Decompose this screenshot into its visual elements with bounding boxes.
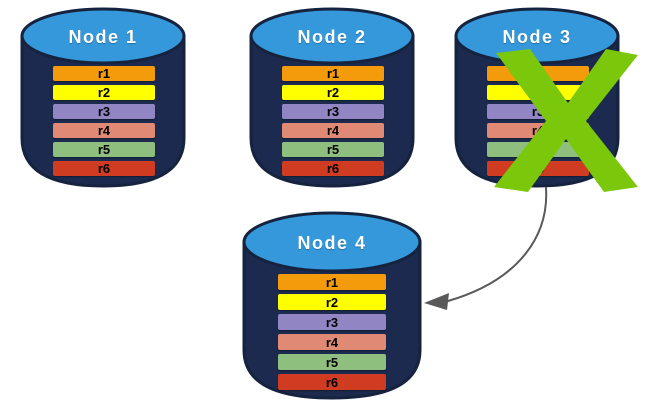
row-item[interactable]: r6 xyxy=(53,161,155,176)
row-label: r1 xyxy=(326,66,340,81)
row-label: r3 xyxy=(531,104,545,119)
row-label: r1 xyxy=(531,66,545,81)
row-label: r2 xyxy=(326,85,340,100)
row-item[interactable]: r3 xyxy=(278,314,386,330)
row-label: r6 xyxy=(326,161,340,176)
row-label: r3 xyxy=(97,104,111,119)
node-3[interactable]: Node 3 r1 r2 r3 r4 r5 r6 xyxy=(454,6,638,192)
row-label: r2 xyxy=(325,294,339,310)
row-item[interactable]: r2 xyxy=(278,294,386,310)
row-label: r1 xyxy=(97,66,111,81)
row-list: r1 r2 r3 r4 r5 r6 xyxy=(278,274,386,390)
row-item[interactable]: r3 xyxy=(53,104,155,119)
row-label: r6 xyxy=(325,374,339,390)
row-item[interactable]: r3 xyxy=(282,104,384,119)
row-list: r1 r2 r3 r4 r5 r6 xyxy=(53,66,155,176)
row-item[interactable]: r1 xyxy=(487,66,589,81)
row-label: r1 xyxy=(325,274,339,290)
row-list: r1 r2 r3 r4 r5 r6 xyxy=(487,66,589,176)
row-item[interactable]: r6 xyxy=(487,161,589,176)
row-label: r3 xyxy=(326,104,340,119)
row-label: r4 xyxy=(531,123,545,138)
row-item[interactable]: r6 xyxy=(282,161,384,176)
row-label: r5 xyxy=(325,354,339,370)
row-item[interactable]: r3 xyxy=(487,104,589,119)
row-label: r6 xyxy=(97,161,111,176)
row-list: r1 r2 r3 r4 r5 r6 xyxy=(282,66,384,176)
row-label: r4 xyxy=(97,123,111,138)
row-item[interactable]: r4 xyxy=(278,334,386,350)
row-item[interactable]: r6 xyxy=(278,374,386,390)
row-item[interactable]: r5 xyxy=(487,142,589,157)
row-label: r6 xyxy=(531,161,545,176)
row-item[interactable]: r5 xyxy=(278,354,386,370)
row-item[interactable]: r5 xyxy=(282,142,384,157)
row-item[interactable]: r2 xyxy=(53,85,155,100)
row-item[interactable]: r5 xyxy=(53,142,155,157)
row-item[interactable]: r2 xyxy=(282,85,384,100)
row-item[interactable]: r1 xyxy=(282,66,384,81)
row-label: r2 xyxy=(97,85,111,100)
row-item[interactable]: r1 xyxy=(53,66,155,81)
row-item[interactable]: r2 xyxy=(487,85,589,100)
row-item[interactable]: r4 xyxy=(282,123,384,138)
row-label: r5 xyxy=(326,142,340,157)
row-label: r5 xyxy=(531,142,545,157)
row-label: r2 xyxy=(531,85,545,100)
row-label: r5 xyxy=(97,142,111,157)
row-label: r4 xyxy=(325,334,339,350)
row-item[interactable]: r1 xyxy=(278,274,386,290)
node-2[interactable]: Node 2 r1 r2 r3 r4 r5 r6 xyxy=(249,6,415,188)
row-label: r4 xyxy=(326,123,340,138)
row-label: r3 xyxy=(325,314,339,330)
node-1[interactable]: Node 1 r1 r2 r3 r4 r5 r6 xyxy=(20,6,186,188)
node-4[interactable]: Node 4 r1 r2 r3 r4 r5 r6 xyxy=(242,210,422,400)
row-item[interactable]: r4 xyxy=(53,123,155,138)
row-item[interactable]: r4 xyxy=(487,123,589,138)
